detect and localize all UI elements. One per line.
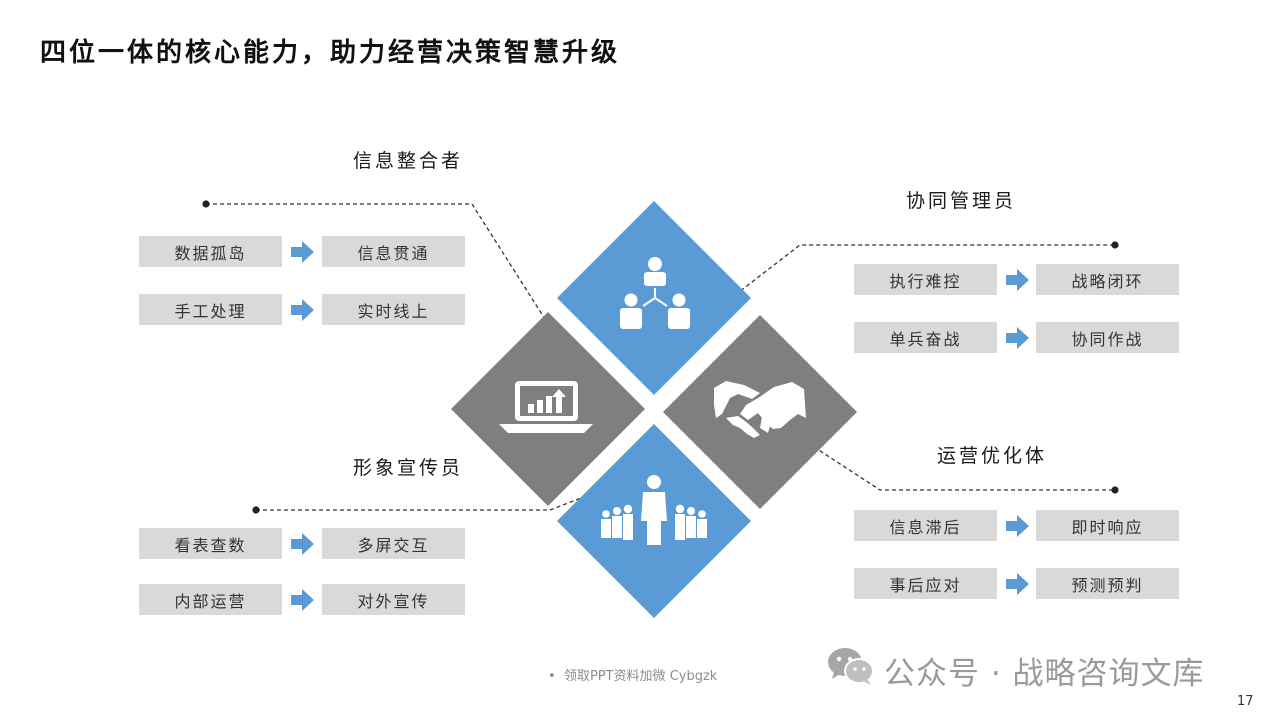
ops-to-2: 预测预判 [1036,568,1179,599]
page-title: 四位一体的核心能力，助力经营决策智慧升级 [40,38,621,68]
right-arrow-icon [291,533,314,555]
info-from-1: 数据孤岛 [139,236,282,267]
connector-ops [807,442,1115,491]
collab-to-2: 协同作战 [1036,322,1179,353]
section-title-ops: 运营优化体 [937,445,1048,467]
image-to-1: 多屏交互 [322,528,465,559]
image-from-2: 内部运营 [139,584,282,615]
right-arrow-icon [291,299,314,321]
connector-info [206,203,558,339]
page-number: 17 [1237,694,1254,709]
info-to-1: 信息贯通 [322,236,465,267]
collab-from-2: 单兵奋战 [854,322,997,353]
collab-from-1: 执行难控 [854,264,997,295]
wechat-icon [828,648,874,685]
right-arrow-icon [1006,515,1029,537]
section-title-image: 形象宣传员 [353,457,464,479]
connector-image [256,480,626,511]
ops-to-1: 即时响应 [1036,510,1179,541]
image-to-2: 对外宣传 [322,584,465,615]
right-arrow-icon [1006,269,1029,291]
footer-note: • 领取PPT资料加微 Cybgzk [548,665,717,684]
right-arrow-icon [1006,327,1029,349]
laptop-chart-icon [499,381,593,433]
right-arrow-icon [291,589,314,611]
leader-crowd-icon [601,475,707,545]
image-from-1: 看表查数 [139,528,282,559]
ops-from-1: 信息滞后 [854,510,997,541]
watermark-text: 公众号 · 战略咨询文库 [884,656,1205,692]
section-title-info: 信息整合者 [353,150,464,172]
footer-note-text: 领取PPT资料加微 Cybgzk [563,669,718,684]
team-hierarchy-icon [620,257,690,329]
info-to-2: 实时线上 [322,294,465,325]
right-arrow-icon [291,241,314,263]
collab-to-1: 战略闭环 [1036,264,1179,295]
ops-from-2: 事后应对 [854,568,997,599]
right-arrow-icon [1006,573,1029,595]
bullet: • [548,669,564,684]
handshake-icon [714,381,806,438]
section-title-collab: 协同管理员 [906,190,1017,212]
info-from-2: 手工处理 [139,294,282,325]
